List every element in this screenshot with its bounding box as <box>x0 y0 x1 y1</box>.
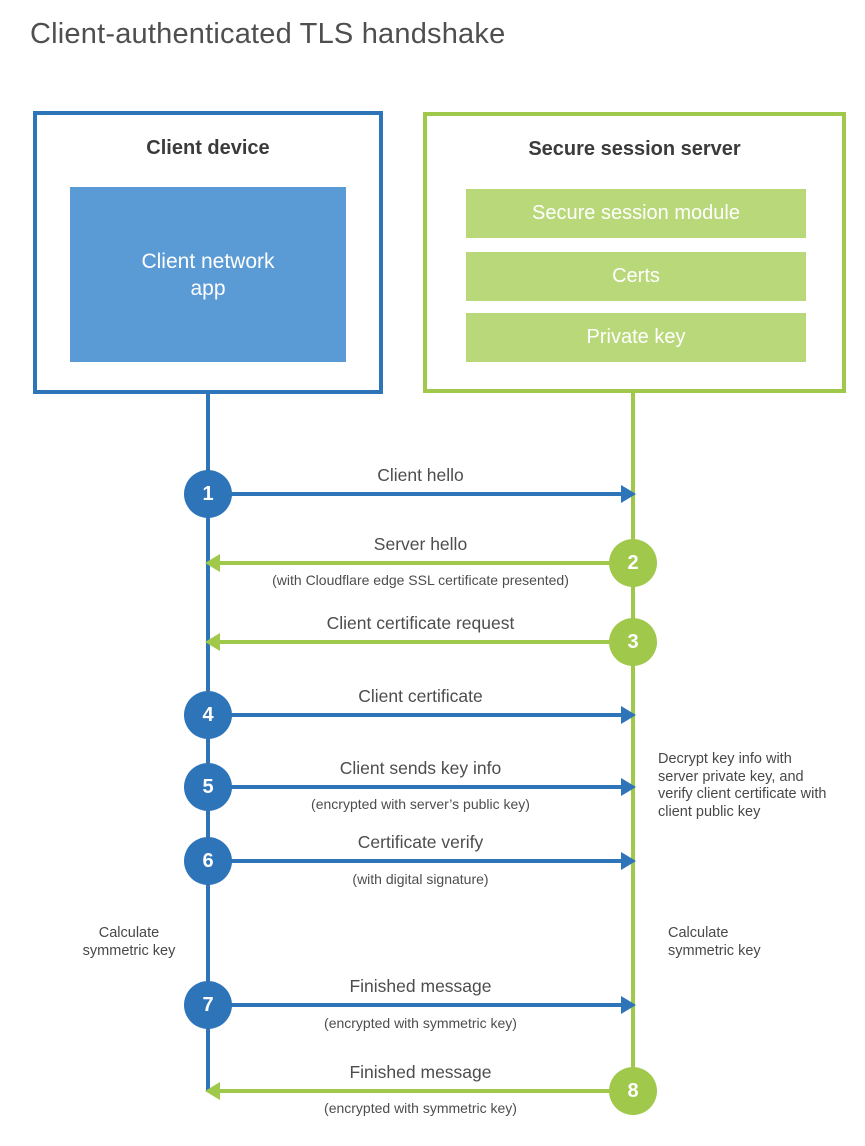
client-device-title: Client device <box>146 137 270 159</box>
note-calculate-symmetric-key-server: Calculate symmetric key <box>668 925 761 959</box>
arrow-right-icon <box>621 706 636 724</box>
arrow-right-icon <box>621 778 636 796</box>
arrow-shaft <box>219 640 611 644</box>
step-number: 3 <box>627 630 639 653</box>
arrow-left-icon <box>205 1082 220 1100</box>
step-circle: 7 <box>184 981 232 1029</box>
server-module-bar: Secure session module <box>466 189 806 238</box>
server-module-label: Secure session module <box>532 202 740 224</box>
note-calculate-symmetric-key-client: Calculate symmetric key <box>82 925 176 959</box>
arrow-shaft <box>230 785 623 789</box>
step-number: 6 <box>202 849 214 872</box>
note-decrypt-key-info: Decrypt key info with server private key… <box>658 751 827 820</box>
arrow-shaft <box>230 492 623 496</box>
step-sublabel: (with Cloudflare edge SSL certificate pr… <box>272 572 569 588</box>
step-sublabel: (encrypted with symmetric key) <box>324 1100 517 1116</box>
server-private-key-bar: Private key <box>466 313 806 362</box>
step-number: 4 <box>202 703 214 726</box>
step-label: Certificate verify <box>357 832 484 852</box>
step-circle: 4 <box>184 691 232 739</box>
arrow-shaft <box>219 561 611 565</box>
client-network-app-box: Client network app <box>70 187 346 362</box>
step-number: 5 <box>202 775 214 798</box>
step-label: Finished message <box>349 976 492 996</box>
page-title: Client-authenticated TLS handshake <box>30 18 506 50</box>
server-certs-label: Certs <box>612 265 660 287</box>
arrow-left-icon <box>205 554 220 572</box>
step-number: 7 <box>202 993 214 1016</box>
server-private-key-label: Private key <box>586 326 686 348</box>
step-number: 1 <box>202 482 214 505</box>
arrow-shaft <box>230 713 623 717</box>
arrow-right-icon <box>621 996 636 1014</box>
step-circle: 1 <box>184 470 232 518</box>
step-label: Client certificate request <box>326 613 515 633</box>
client-device-box: Client device Client network app <box>33 111 383 394</box>
arrow-shaft <box>230 1003 623 1007</box>
secure-session-server-box: Secure session server Secure session mod… <box>423 112 846 393</box>
server-certs-bar: Certs <box>466 252 806 301</box>
server-lifeline <box>631 391 635 1092</box>
arrow-shaft <box>230 859 623 863</box>
arrow-shaft <box>219 1089 611 1093</box>
step-circle: 3 <box>609 618 657 666</box>
step-label: Finished message <box>349 1062 492 1082</box>
step-number: 2 <box>627 551 639 574</box>
step-number: 8 <box>627 1079 639 1102</box>
secure-session-server-title: Secure session server <box>528 138 741 160</box>
client-network-app-label: Client network app <box>141 249 275 300</box>
step-sublabel: (encrypted with symmetric key) <box>324 1015 517 1031</box>
step-sublabel: (encrypted with server’s public key) <box>311 796 530 812</box>
step-circle: 5 <box>184 763 232 811</box>
step-circle: 6 <box>184 837 232 885</box>
step-sublabel: (with digital signature) <box>352 871 489 887</box>
arrow-right-icon <box>621 852 636 870</box>
step-circle: 8 <box>609 1067 657 1115</box>
step-circle: 2 <box>609 539 657 587</box>
step-label: Server hello <box>373 534 468 554</box>
step-label: Client sends key info <box>339 758 502 778</box>
arrow-left-icon <box>205 633 220 651</box>
arrow-right-icon <box>621 485 636 503</box>
client-lifeline <box>206 391 210 1092</box>
step-label: Client hello <box>377 465 464 485</box>
step-label: Client certificate <box>358 686 483 706</box>
